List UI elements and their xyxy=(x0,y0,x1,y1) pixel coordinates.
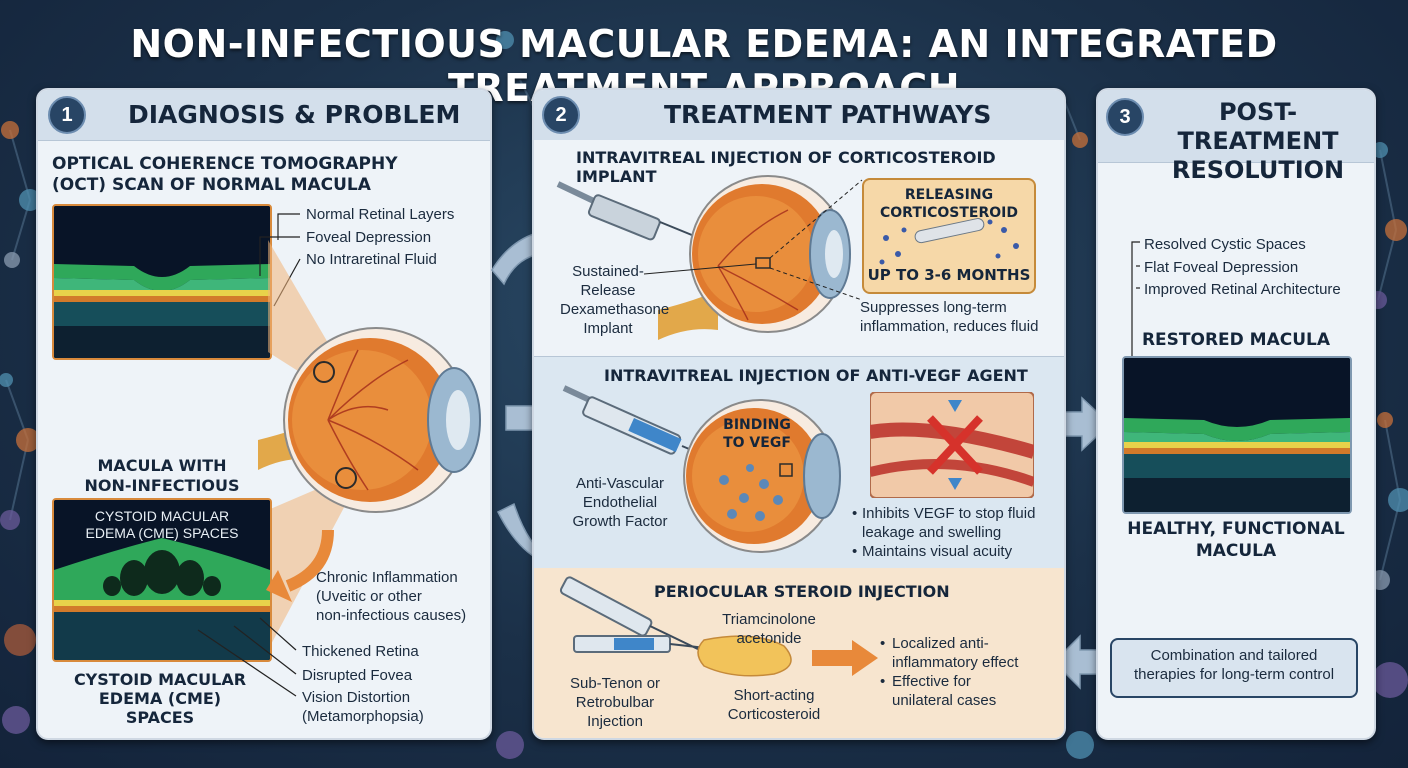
panel-heading: TREATMENT PATHWAYS xyxy=(664,100,992,129)
panel-diagnosis: 1 DIAGNOSIS & PROBLEM OPTICAL COHERENCE … xyxy=(36,88,492,740)
step-badge-3: 3 xyxy=(1106,98,1144,136)
inflammation-arrow xyxy=(197,529,334,697)
normal-label-fluid: No Intraretinal Fluid xyxy=(306,251,437,268)
periocular-title: PERIOCULAR STEROID INJECTION xyxy=(654,582,950,601)
panel-heading: DIAGNOSIS & PROBLEM xyxy=(128,100,461,129)
eye-illustration xyxy=(258,327,481,513)
normal-label-layers: Normal Retinal Layers xyxy=(306,206,455,223)
panel-resolution: 3 POST-TREATMENT RESOLUTION Resolved Cys… xyxy=(1096,88,1376,740)
implant-illustration xyxy=(556,175,863,340)
combination-therapy-note: Combination and tailored therapies for l… xyxy=(1110,638,1358,698)
inflammation-label: Chronic Inflammation (Uveitic or other n… xyxy=(316,569,467,624)
panel-treatments: 2 TREATMENT PATHWAYS INTRAVITREAL INJECT… xyxy=(532,88,1066,740)
panel-header xyxy=(1098,90,1374,163)
periocular-illustration xyxy=(559,576,792,677)
edema-label-distortion: Vision Distortion (Metamorphopsia) xyxy=(302,689,424,725)
steroid-type-label: Short-acting Corticosteroid xyxy=(727,687,821,723)
periocular-arrow xyxy=(812,640,878,676)
drug-label: Triamcinolone acetonide xyxy=(722,611,816,647)
healthy-macula-caption: HEALTHY, FUNCTIONAL MACULA xyxy=(1127,519,1345,561)
releasing-label: RELEASING CORTICOSTEROID xyxy=(880,187,1018,221)
antivegf-label: Anti-Vascular Endothelial Growth Factor xyxy=(572,475,668,530)
antivegf-illustration xyxy=(562,385,841,553)
panel-header xyxy=(38,90,490,141)
step-badge-1: 1 xyxy=(48,96,86,134)
panel-heading: POST-TREATMENT RESOLUTION xyxy=(1171,98,1345,184)
cme-overlay-label: CYSTOID MACULAR EDEMA (CME) SPACES xyxy=(85,508,239,541)
bullet-dot: • xyxy=(852,505,858,522)
cme-caption: CYSTOID MACULAR EDEMA (CME) SPACES xyxy=(73,670,247,727)
panel-header xyxy=(534,90,1064,141)
edema-label-fovea: Disrupted Fovea xyxy=(302,667,413,684)
bullet-dot: • xyxy=(852,543,858,560)
implant-note: Suppresses long-term inflammation, reduc… xyxy=(860,299,1039,335)
binding-label: BINDING TO VEGF xyxy=(723,417,791,451)
edema-label-thickened: Thickened Retina xyxy=(302,643,419,660)
duration-label: UP TO 3-6 MONTHS xyxy=(867,266,1031,284)
implant-label: Sustained- Release Dexamethasone Implant xyxy=(560,263,670,337)
route-label: Sub-Tenon or Retrobulbar Injection xyxy=(569,675,661,730)
normal-label-fovea: Foveal Depression xyxy=(306,229,432,246)
antivegf-title: INTRAVITREAL INJECTION OF ANTI-VEGF AGEN… xyxy=(604,366,1028,385)
antivegf-bullets: Inhibits VEGF to stop fluid leakage and … xyxy=(862,505,1036,560)
corticosteroid-particles xyxy=(879,218,1019,265)
resolution-label-leaders xyxy=(1131,241,1140,360)
resolution-label-cystic: Resolved Cystic Spaces xyxy=(1144,236,1306,253)
cme-oct-scan: CYSTOID MACULAR EDEMA (CME) SPACES xyxy=(52,498,272,662)
oct-title: OPTICAL COHERENCE TOMOGRAPHY (OCT) SCAN … xyxy=(52,154,398,195)
resolution-label-architecture: Improved Retinal Architecture xyxy=(1144,281,1341,298)
implant-title: INTRAVITREAL INJECTION OF CORTICOSTEROID… xyxy=(576,148,996,186)
periocular-bullets: •Localized anti-inflammatory effect •Eff… xyxy=(880,635,1019,709)
vegf-blocked-vessels xyxy=(870,392,1034,498)
releasing-corticosteroid-box: RELEASING CORTICOSTEROID UP TO 3-6 MONTH… xyxy=(862,178,1036,294)
step-badge-2: 2 xyxy=(542,96,580,134)
resolution-label-fovea: Flat Foveal Depression xyxy=(1144,259,1299,276)
normal-oct-scan xyxy=(52,204,272,360)
restored-oct-scan xyxy=(1122,356,1352,514)
restored-macula-title: RESTORED MACULA xyxy=(1141,330,1331,350)
